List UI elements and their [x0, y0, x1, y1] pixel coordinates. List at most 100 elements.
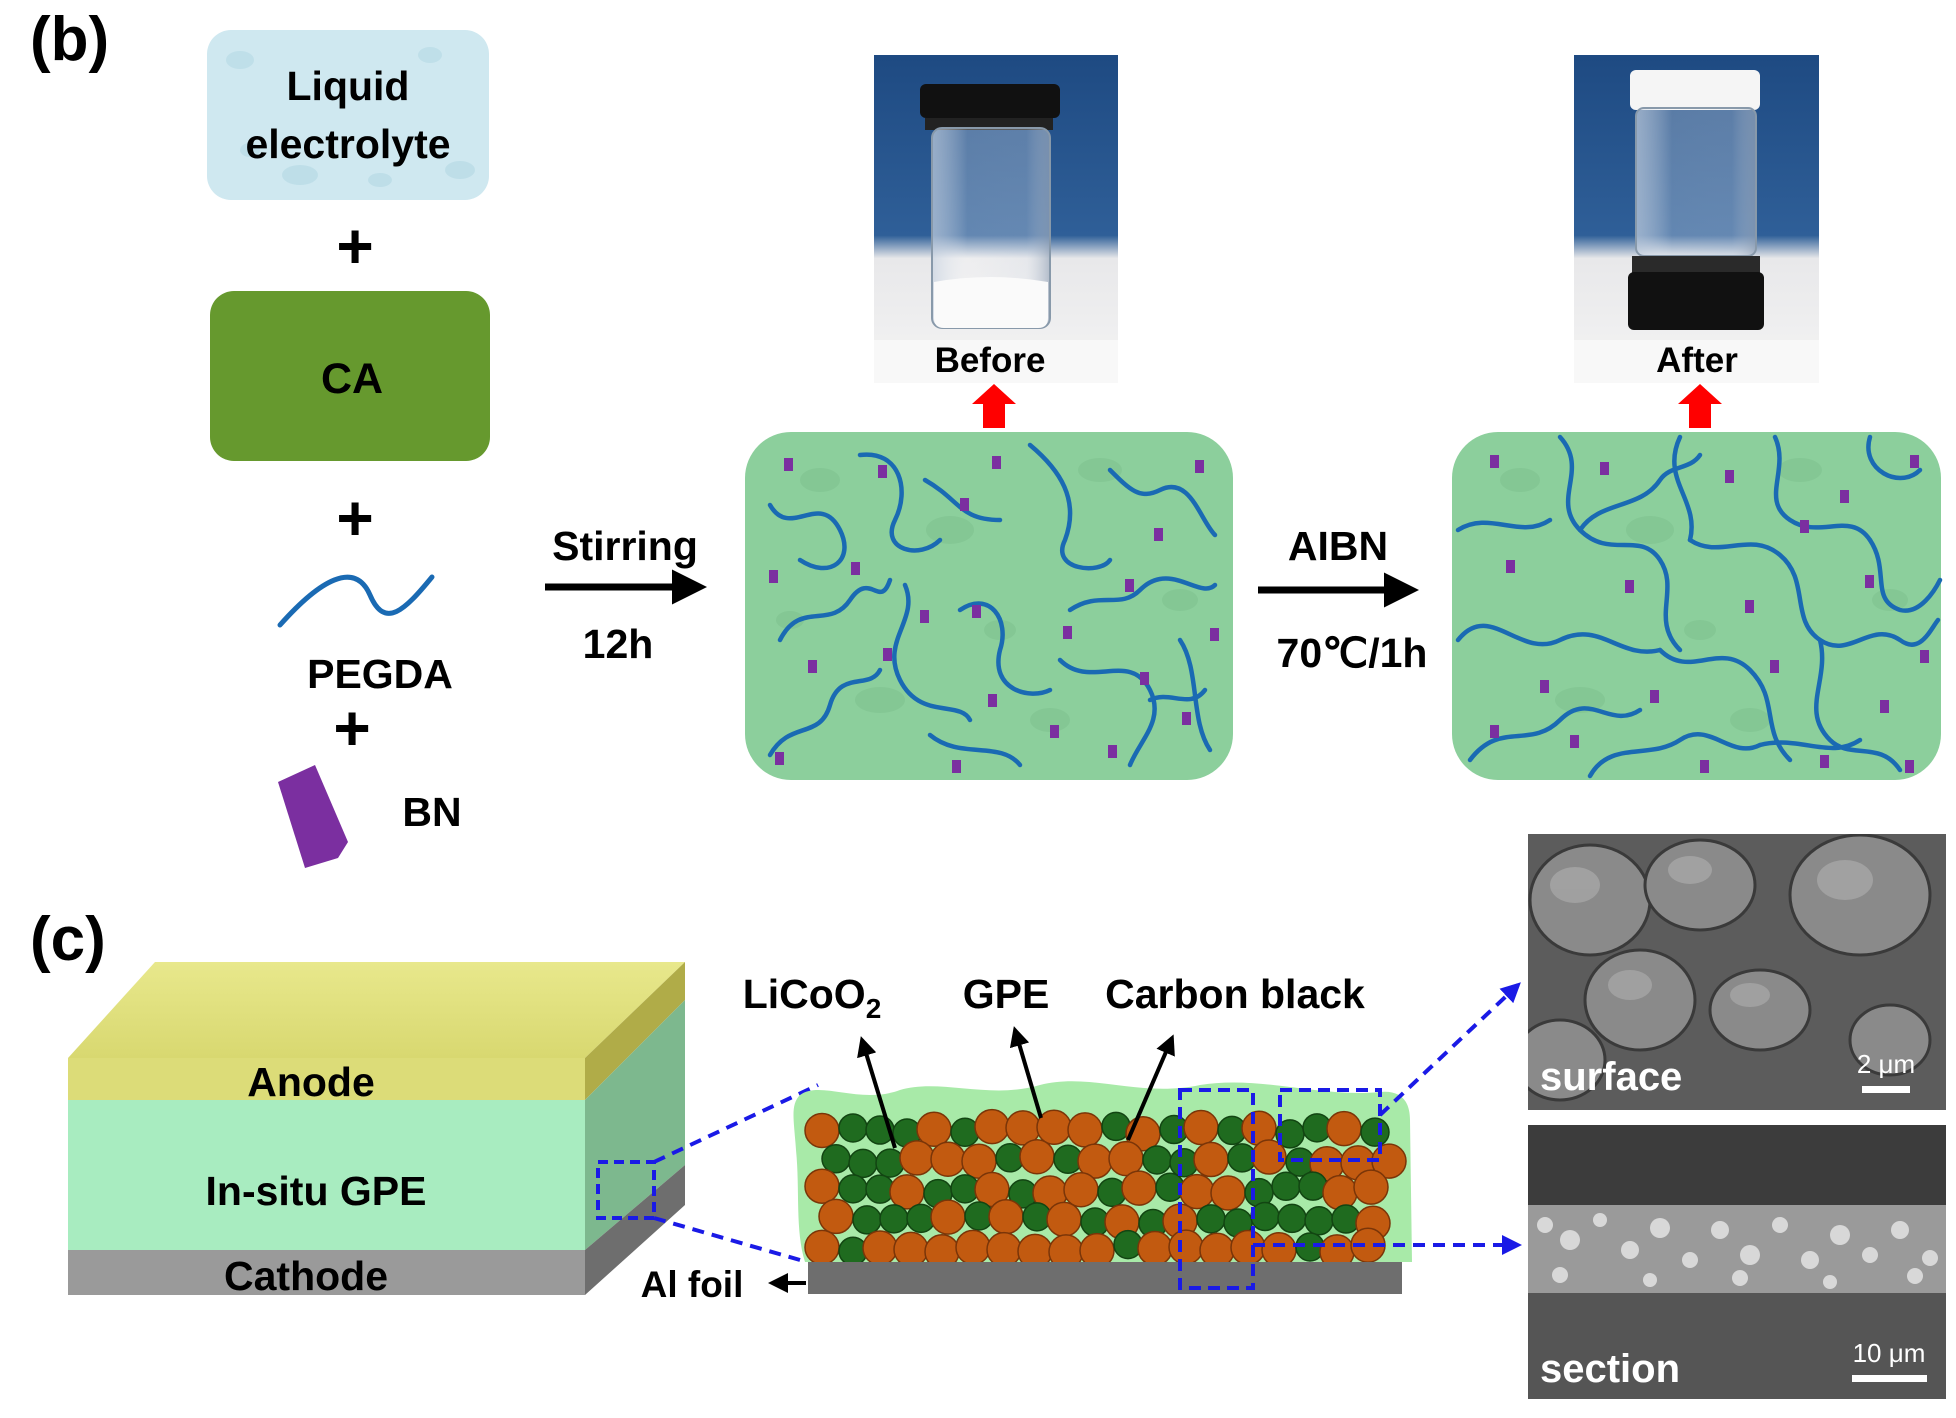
licoo2-particle	[1137, 1230, 1173, 1267]
cathode-label: Cathode	[224, 1253, 388, 1299]
bn-label: BN	[402, 789, 461, 835]
licoo2-particle	[804, 1168, 840, 1204]
surface-region-box	[1278, 1088, 1382, 1162]
section-region-box	[1178, 1088, 1255, 1290]
licoo2-particle	[1353, 1169, 1389, 1205]
precursor-solution-box	[745, 432, 1233, 780]
plus-sign-3: +	[333, 692, 370, 764]
cathode-cross-section	[793, 1081, 1412, 1294]
licoo2-particle	[1183, 1109, 1219, 1146]
stirring-label: Stirring	[552, 523, 698, 569]
temperature-time-label: 70℃/1h	[1277, 630, 1428, 676]
gpe-pointer	[1009, 1026, 1043, 1119]
liquid-electrolyte-label-line2: electrolyte	[245, 121, 450, 167]
panel-b-label: (b)	[30, 5, 109, 74]
plus-sign-1: +	[336, 210, 373, 282]
licoo2-particle	[1063, 1172, 1099, 1208]
cathode-layer	[68, 1250, 585, 1295]
carbon-black-particle	[1304, 1206, 1334, 1236]
licoo2-particle	[818, 1198, 854, 1235]
sem-section-scalebar	[1852, 1375, 1927, 1382]
licoo2-particle	[1019, 1138, 1055, 1175]
zoom-region-box	[596, 1160, 656, 1220]
photo-before-label: Before	[935, 341, 1046, 380]
licoo2-particle	[1193, 1141, 1229, 1178]
gpe-layer	[68, 1100, 585, 1250]
carbon-black-label: Carbon black	[1105, 971, 1365, 1017]
pegda-label: PEGDA	[307, 651, 453, 697]
bn-particles-1	[769, 456, 1219, 773]
stirring-time-label: 12h	[583, 621, 654, 667]
pegda-chain-icon	[277, 574, 435, 628]
carbon-black-particle	[1196, 1204, 1226, 1234]
licoo2-particle	[804, 1112, 840, 1149]
carbon-black-particle	[848, 1148, 878, 1179]
carbon-black-particle	[838, 1113, 868, 1143]
licoo2-particle	[930, 1199, 966, 1235]
licoo2-particle	[1230, 1229, 1266, 1266]
zoom-line-bottom	[653, 1216, 801, 1262]
panel-c-label: (c)	[30, 905, 106, 974]
licoo2-particle	[804, 1229, 840, 1266]
carbon-black-particle	[1250, 1201, 1280, 1232]
licoo2-particle	[974, 1108, 1010, 1145]
licoo2-particle	[1046, 1201, 1082, 1238]
ca-box: CA	[210, 291, 490, 461]
licoo2-particle	[955, 1229, 991, 1266]
carbon-black-particle	[821, 1144, 851, 1174]
licoo2-particle	[930, 1141, 966, 1177]
licoo2-particle	[1179, 1173, 1215, 1210]
carbon-black-particle	[879, 1204, 909, 1234]
ca-label: CA	[321, 355, 383, 403]
sem-section-scale-label: 10 μm	[1853, 1338, 1926, 1368]
particle-bed	[804, 1108, 1407, 1270]
licoo2-particle	[899, 1140, 935, 1176]
liquid-electrolyte-box: Liquid electrolyte	[207, 30, 489, 200]
plus-sign-2: +	[336, 482, 373, 554]
carbon-black-particle	[875, 1148, 905, 1178]
surface-arrow	[1378, 982, 1521, 1117]
licoo2-particle	[1326, 1110, 1362, 1147]
photo-after-label: After	[1656, 341, 1738, 380]
licoo2-particle	[1322, 1174, 1358, 1211]
liquid-electrolyte-label-line1: Liquid	[287, 63, 410, 109]
licoo2-particle	[1168, 1229, 1204, 1265]
licoo2-particle	[1210, 1175, 1246, 1211]
red-arrow-after	[1678, 384, 1722, 428]
sem-surface-scale-label: 2 μm	[1857, 1049, 1915, 1079]
licoo2-particle	[1121, 1170, 1157, 1206]
carbon-black-particle	[1277, 1203, 1307, 1234]
pegda-chains-unlinked	[767, 442, 1218, 768]
carbon-black-particle	[1360, 1117, 1390, 1147]
carbon-black-particle	[852, 1205, 882, 1235]
licoo2-particle	[1067, 1112, 1103, 1148]
licoo2-label: LiCoO2	[743, 971, 882, 1024]
sem-section-label: section	[1540, 1347, 1680, 1391]
licoo2-particle	[862, 1230, 898, 1266]
al-foil-label: Al foil	[641, 1264, 744, 1305]
photo-after: After	[1574, 55, 1819, 383]
licoo2-pointer	[857, 1036, 897, 1149]
licoo2-particle	[988, 1198, 1024, 1235]
carbon-black-particle	[1271, 1171, 1301, 1202]
bn-particle-icon	[278, 765, 348, 868]
gpe-label: GPE	[963, 971, 1050, 1017]
carbon-black-pointer	[1126, 1034, 1175, 1141]
al-foil	[808, 1262, 1402, 1294]
anode-layer	[68, 1058, 585, 1100]
photo-before: Before	[874, 55, 1118, 383]
sem-surface-scalebar	[1862, 1086, 1910, 1093]
cell-stack-diagram: Anode In-situ GPE Cathode	[68, 962, 685, 1299]
sem-section-image: section 10 μm	[1528, 1125, 1946, 1399]
sem-surface-label: surface	[1540, 1055, 1682, 1099]
licoo2-particle	[1261, 1232, 1297, 1268]
carbon-black-particle	[838, 1174, 868, 1204]
gpe-layer-label: In-situ GPE	[206, 1168, 427, 1214]
gel-network-box	[1452, 432, 1943, 780]
aibn-label: AIBN	[1288, 523, 1388, 569]
licoo2-particle	[986, 1231, 1022, 1268]
crosslinked-network	[1455, 434, 1943, 779]
licoo2-particle	[893, 1231, 929, 1268]
red-arrow-before	[972, 384, 1016, 428]
